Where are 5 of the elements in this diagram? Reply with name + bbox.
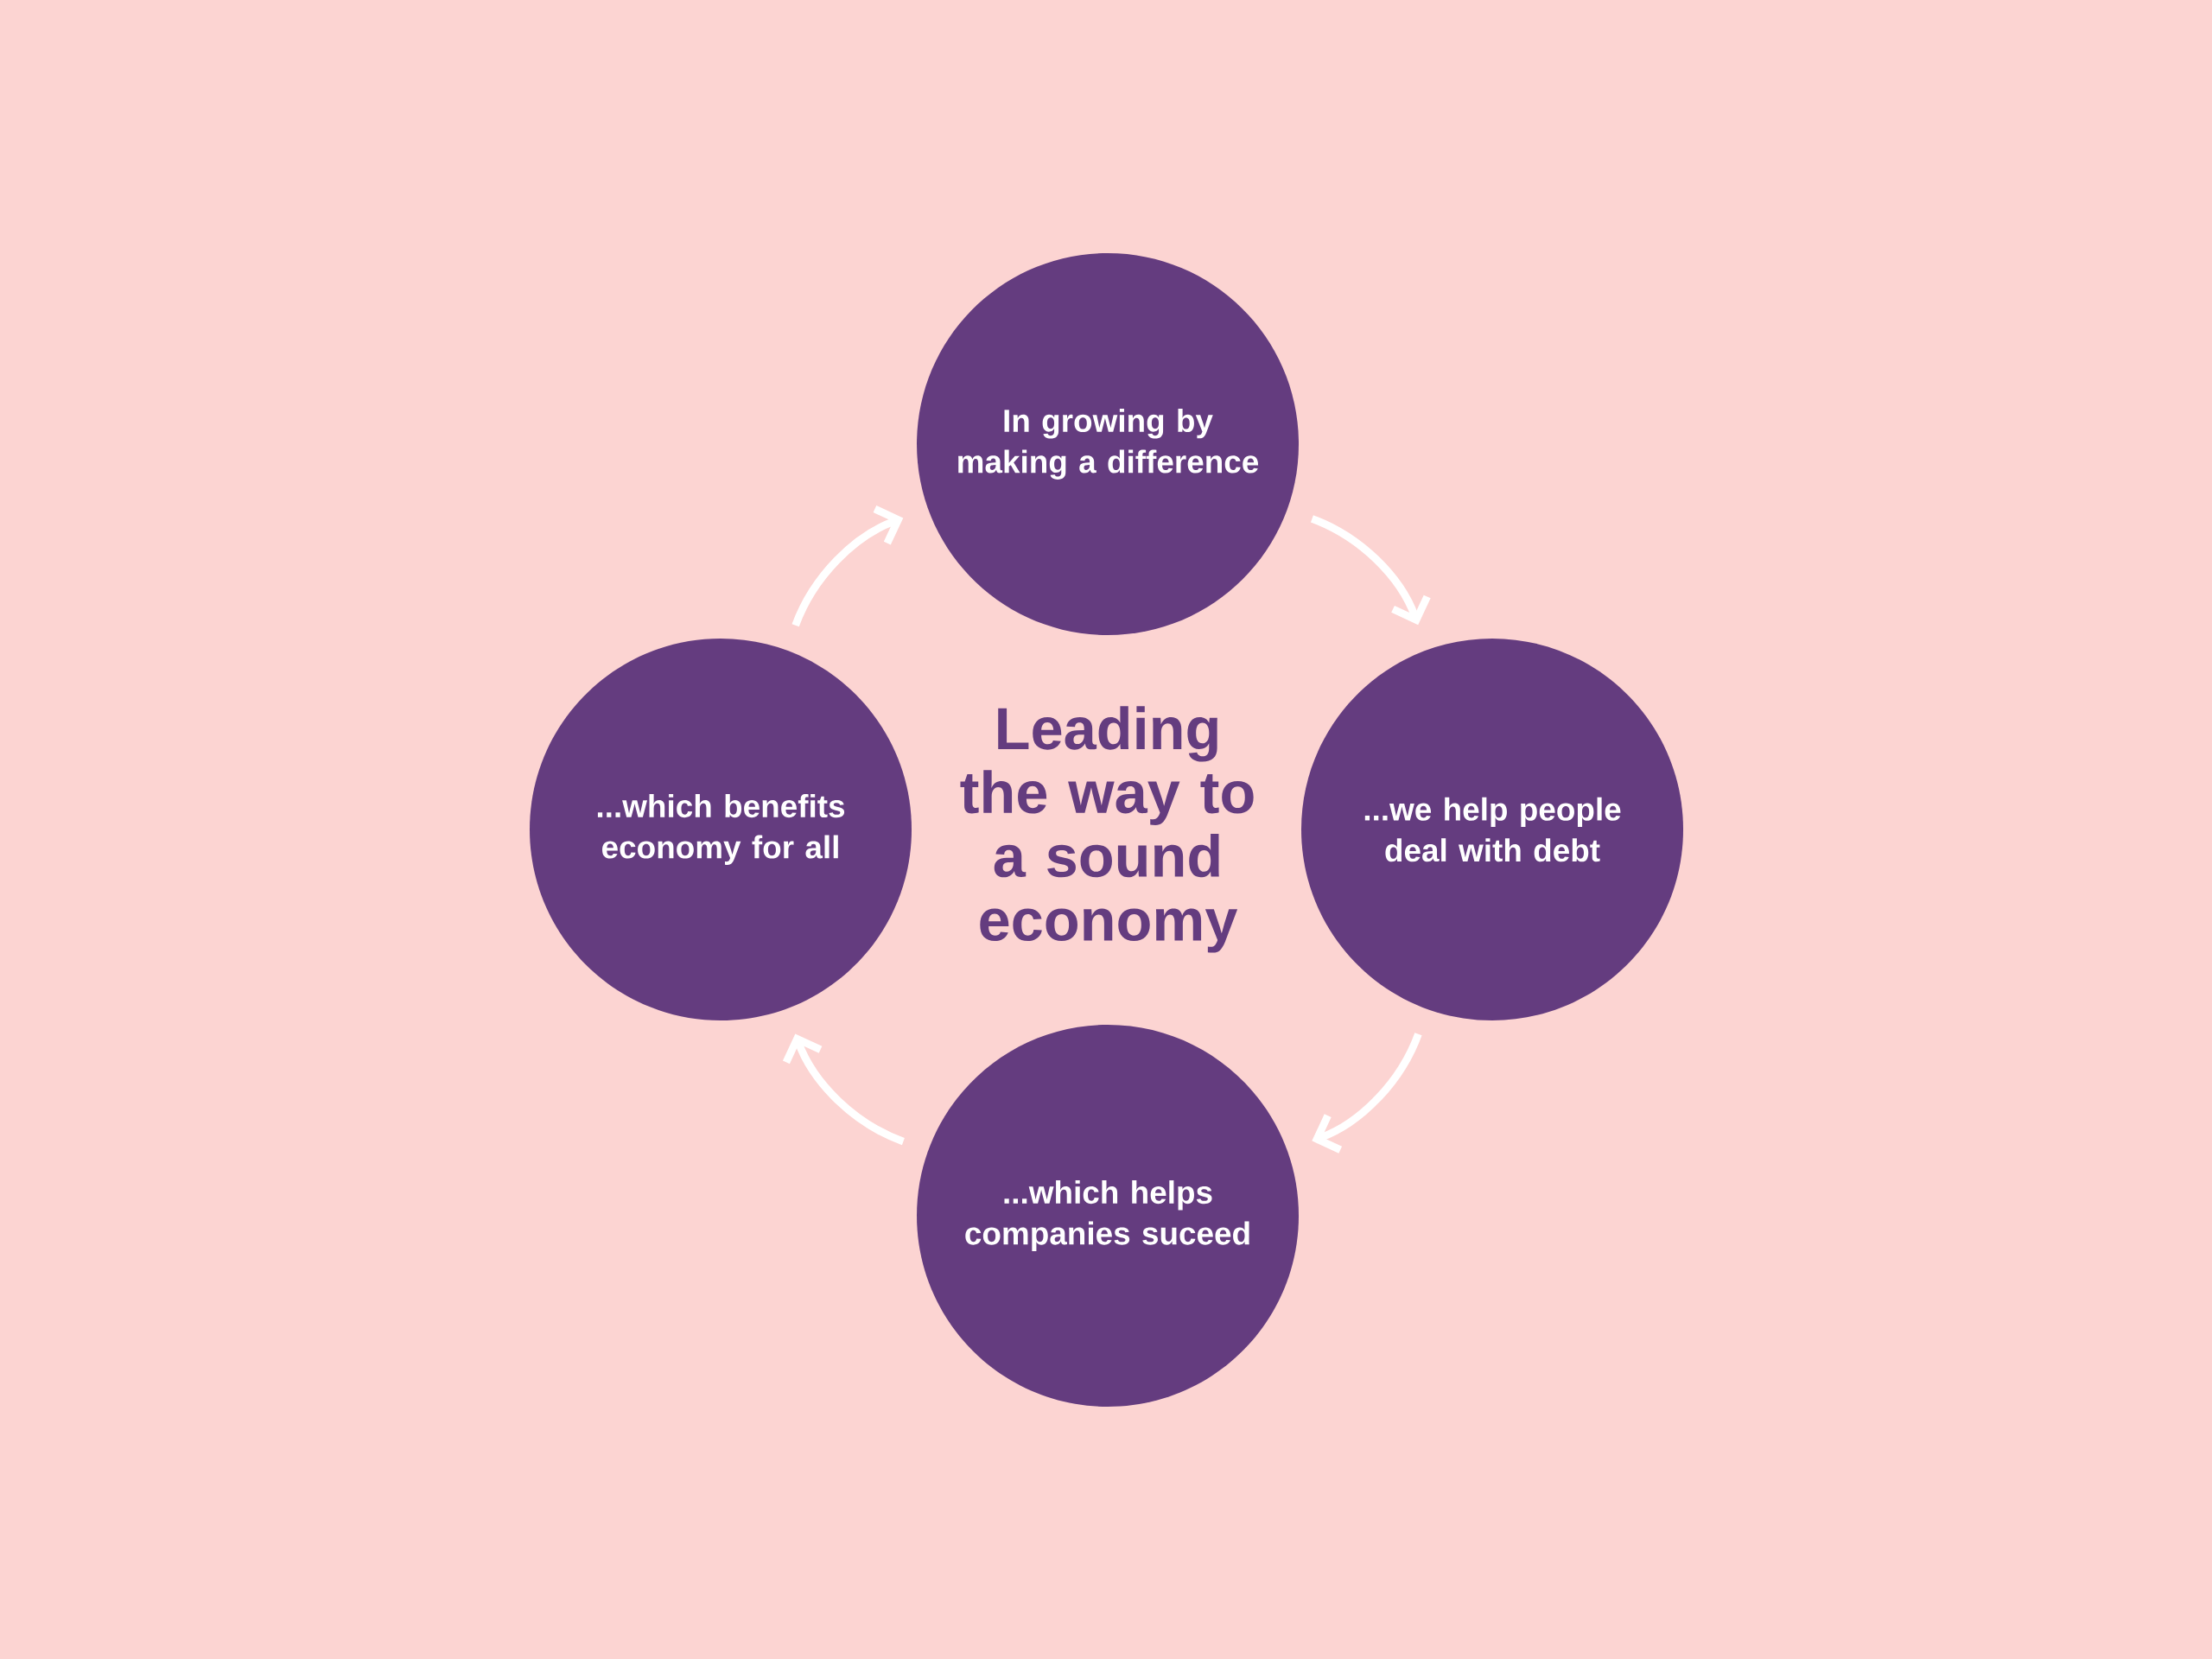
arrow [782,1033,906,1146]
arrow [1310,515,1431,626]
arrow [791,505,904,627]
title: Leading the way to a sound economy [960,706,1254,953]
arrow [1312,1033,1422,1154]
